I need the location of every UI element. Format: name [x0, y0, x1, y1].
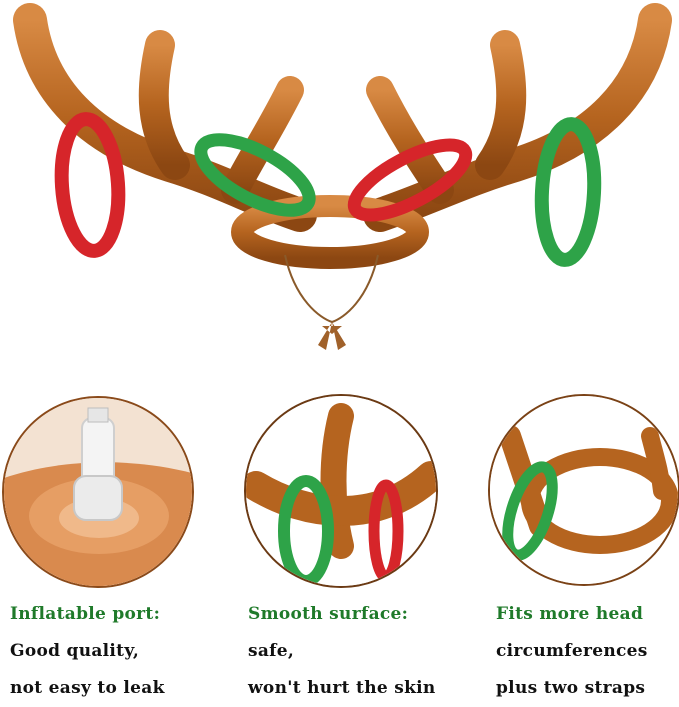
- caption-heading: Fits more head: [496, 604, 644, 624]
- caption-line: won't hurt the skin: [248, 678, 436, 698]
- caption-heading: Inflatable port:: [10, 604, 161, 624]
- caption-smooth-surface: Smooth surface: safe, won't hurt the ski…: [248, 596, 436, 707]
- green-ring-center-left: [194, 133, 316, 217]
- detail-smooth-surface: [244, 394, 438, 588]
- caption-head-circumference: Fits more head circumferences plus two s…: [496, 596, 648, 707]
- red-ring-center-right: [347, 138, 473, 222]
- caption-line: circumferences: [496, 641, 648, 661]
- caption-heading: Smooth surface:: [248, 604, 409, 624]
- red-ring-left: [54, 112, 126, 258]
- head-band: [231, 195, 429, 269]
- caption-line: safe,: [248, 641, 295, 661]
- caption-inflatable-port: Inflatable port: Good quality, not easy …: [10, 596, 165, 707]
- antler-hat-image: [13, 3, 672, 350]
- caption-line: Good quality,: [10, 641, 140, 661]
- detail-inflatable-port: [2, 396, 194, 588]
- detail-head-band: [488, 394, 679, 586]
- green-ring-right: [534, 117, 602, 267]
- strap-bow: [318, 322, 346, 350]
- caption-line: plus two straps: [496, 678, 646, 698]
- caption-line: not easy to leak: [10, 678, 165, 698]
